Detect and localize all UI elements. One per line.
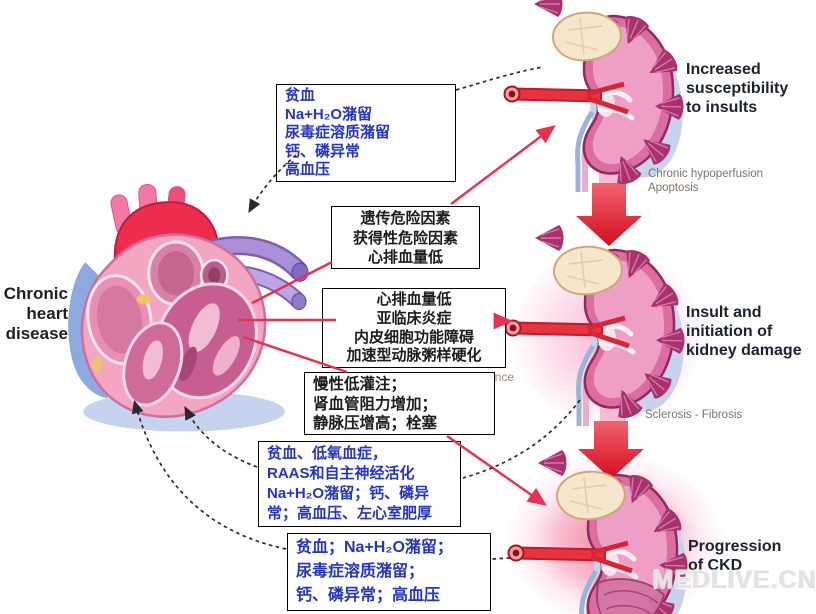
kidney-illustration-2 [533,238,683,423]
stage-label-susceptibility: Increased susceptibility to insults [686,61,789,116]
annotation-box-hypoperfusion: 慢性低灌注； 肾血管阻力增加； 静脉压增高；栓塞 [304,372,495,435]
heart-illustration [68,184,309,432]
flow-arrow-progression [578,421,644,479]
flow-arrow-insult [576,183,642,246]
annotation-box-cardiac-mechanisms: 心排血量低 亚临床炎症 内皮细胞功能障碍 加速型动脉粥样硬化 [322,288,506,368]
annotation-box-ckd-effects: 贫血；Na+H₂O潴留； 尿毒症溶质潴留； 钙、磷异常；高血压 [287,533,491,611]
annotation-box-kidney-feedback: 贫血、低氧血症， RAAS和自主神经活化 Na+H₂O潴留；钙、磷异 常；高血压… [258,441,461,527]
stage-sublabel-sclerosis: Sclerosis - Fibrosis [645,409,743,421]
fat-accent-1 [136,294,151,305]
stage-sublabel-hypoperfusion: Chronic hypoperfusion Apoptosis [648,168,764,194]
annotation-box-risk-factors: 遗传危险因素 获得性危险因素 心排血量低 [331,206,480,269]
kidney-illustration-1 [532,4,682,189]
heart-disease-label: Chronic heart disease [3,284,68,343]
stage-label-progression: Progression of CKD [688,538,782,574]
stage-label-insult: Insult and initiation of kidney damage [686,304,802,359]
fat-accent-2 [92,356,103,372]
medlive-watermark: MEDLIVE.CN [652,566,816,594]
annotation-box-uremic-effects: 贫血 Na+H₂O潴留 尿毒症溶质潴留 钙、磷异常 高血压 [276,84,456,182]
kidney-illustration-3 [536,463,686,614]
fibrosis-texture [596,578,666,614]
